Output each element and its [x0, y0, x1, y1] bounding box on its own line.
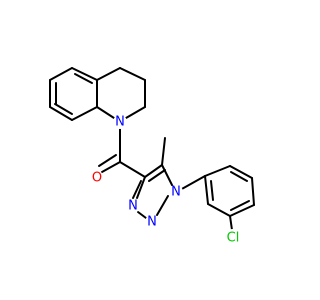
bond — [144, 164, 163, 178]
bond — [137, 211, 147, 219]
bond — [119, 67, 146, 81]
bond — [49, 106, 73, 121]
atom-nitrogen-triazole-n1: N — [169, 185, 183, 200]
bond — [132, 180, 142, 199]
bond — [161, 164, 173, 186]
atom-oxygen: O — [90, 171, 104, 186]
bond — [229, 204, 255, 217]
bond — [251, 177, 255, 206]
bond — [71, 106, 98, 121]
bond — [229, 165, 253, 179]
atom-nitrogen-triazole-n3: N — [126, 199, 140, 214]
bond — [161, 137, 166, 166]
molecule-structure: O N N N N Cl — [49, 67, 255, 247]
bond — [229, 215, 233, 231]
atom-label: O — [92, 171, 102, 186]
bond — [119, 161, 146, 178]
bond — [125, 106, 146, 119]
bond — [179, 175, 206, 191]
atom-label: N — [147, 215, 157, 230]
bond — [204, 165, 231, 177]
atom-chlorine: Cl — [224, 229, 242, 247]
bond — [49, 67, 73, 81]
bond — [204, 175, 209, 205]
atom-nitrogen-ring: N — [113, 115, 127, 130]
bond — [98, 154, 117, 167]
bond — [156, 195, 169, 216]
bond — [207, 203, 231, 217]
bond — [148, 169, 166, 182]
bond — [96, 106, 115, 119]
bond — [210, 180, 214, 201]
atom-nitrogen-triazole-n2: N — [145, 215, 159, 230]
bond — [101, 161, 121, 173]
atom-label: N — [128, 199, 138, 214]
bond — [71, 67, 98, 81]
bond — [230, 171, 248, 182]
bond — [230, 200, 250, 211]
bond — [54, 103, 73, 115]
atom-label-layer: O N N N N Cl — [90, 115, 242, 247]
atom-label: Cl — [227, 231, 240, 246]
bond — [74, 73, 93, 84]
atom-label: N — [171, 185, 181, 200]
bond-layer — [49, 67, 255, 231]
atom-label: N — [115, 115, 125, 130]
bond — [96, 67, 121, 81]
bond — [136, 176, 146, 199]
